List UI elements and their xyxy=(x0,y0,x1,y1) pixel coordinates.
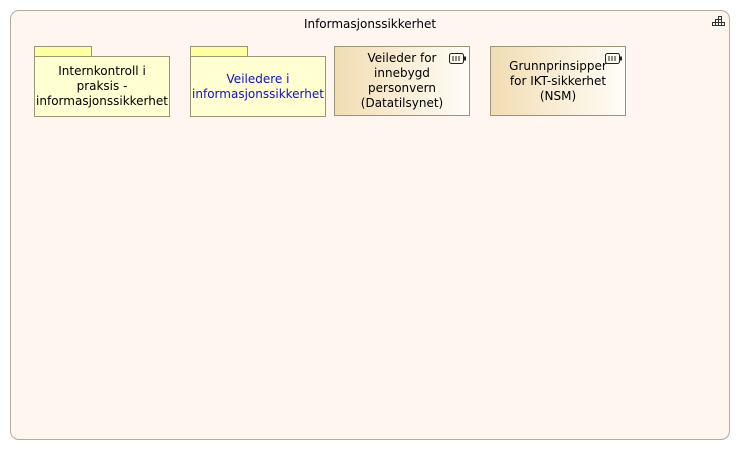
resource-label: Veileder for innebygd personvern (Datati… xyxy=(360,51,444,110)
folder-veiledere[interactable]: Veiledere i informasjonssikkerhet xyxy=(190,56,326,117)
folder-tab xyxy=(190,46,248,56)
grouping-icon xyxy=(712,16,725,26)
folder-tab xyxy=(34,46,92,56)
resource-veileder-personvern[interactable]: Veileder for innebygd personvern (Datati… xyxy=(334,46,470,116)
group-title: Informasjonssikkerhet xyxy=(303,17,437,31)
resource-icon xyxy=(449,53,466,64)
resource-label: Grunnprinsipper for IKT-sikkerhet (NSM) xyxy=(509,58,607,103)
folder-label: Internkontroll i praksis - informasjonss… xyxy=(36,64,168,108)
folder-label: Veiledere i informasjonssikkerhet xyxy=(192,71,324,101)
folder-internkontroll[interactable]: Internkontroll i praksis - informasjonss… xyxy=(34,56,170,117)
resource-grunnprinsipper[interactable]: Grunnprinsipper for IKT-sikkerhet (NSM) xyxy=(490,46,626,116)
resource-icon xyxy=(605,53,622,64)
